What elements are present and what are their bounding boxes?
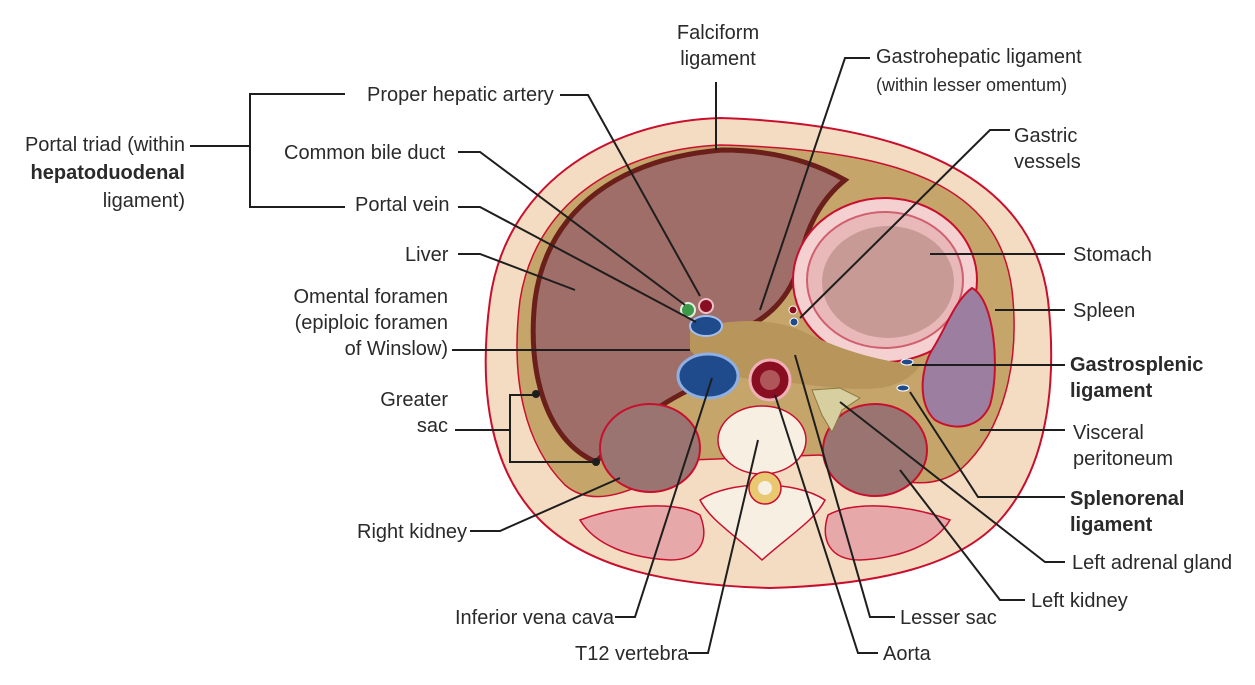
label-stomach: Stomach bbox=[1073, 244, 1152, 266]
label-portal-triad-line2: hepatoduodenal bbox=[30, 162, 185, 184]
label-t12-vertebra: T12 vertebra bbox=[575, 643, 689, 665]
portal-vein bbox=[689, 315, 723, 337]
stomach bbox=[792, 197, 978, 363]
spleen bbox=[921, 286, 996, 428]
left-adrenal-gland bbox=[811, 387, 861, 434]
label-left-kidney: Left kidney bbox=[1031, 590, 1128, 612]
back-muscles-left bbox=[578, 505, 705, 561]
label-gastric-vessels: Gastric vessels bbox=[1014, 125, 1081, 173]
label-gastrohepatic-sub: (within lesser omentum) bbox=[876, 75, 1068, 95]
label-omental-foramen: Omental foramen (epiploic foramen of Win… bbox=[293, 286, 448, 360]
gastric-vein bbox=[789, 317, 799, 327]
leader-lines bbox=[190, 57, 1065, 654]
label-visceral-peritoneum: Visceral peritoneum bbox=[1073, 422, 1174, 470]
label-falciform-ligament: Falciform ligament bbox=[676, 22, 760, 70]
label-gastrohepatic-ligament: Gastrohepatic ligament bbox=[876, 46, 1082, 68]
label-portal-triad-line1: Portal triad (within bbox=[24, 134, 185, 156]
aorta bbox=[748, 358, 792, 402]
back-muscles-right bbox=[824, 505, 952, 561]
label-gastrosplenic-ligament: Gastrosplenic ligament bbox=[1070, 354, 1204, 402]
lesser-sac-region bbox=[690, 321, 920, 389]
inferior-vena-cava bbox=[676, 352, 740, 400]
label-inferior-vena-cava: Inferior vena cava bbox=[455, 607, 614, 629]
proper-hepatic-artery bbox=[698, 298, 714, 314]
label-right-kidney: Right kidney bbox=[357, 521, 468, 543]
label-left-adrenal-gland: Left adrenal gland bbox=[1072, 552, 1233, 574]
gastric-artery bbox=[788, 305, 798, 315]
label-common-bile-duct: Common bile duct bbox=[284, 142, 446, 164]
label-spleen: Spleen bbox=[1073, 300, 1136, 322]
label-lesser-sac: Lesser sac bbox=[900, 607, 997, 629]
label-proper-hepatic-artery: Proper hepatic artery bbox=[367, 84, 554, 106]
label-portal-vein: Portal vein bbox=[355, 194, 450, 216]
right-kidney bbox=[599, 403, 701, 493]
label-splenorenal-ligament: Splenorenal ligament bbox=[1070, 488, 1185, 536]
label-liver: Liver bbox=[405, 244, 449, 266]
label-portal-triad-line3: ligament) bbox=[102, 190, 185, 212]
label-aorta: Aorta bbox=[883, 643, 931, 665]
label-greater-sac: Greater sac bbox=[380, 389, 448, 437]
